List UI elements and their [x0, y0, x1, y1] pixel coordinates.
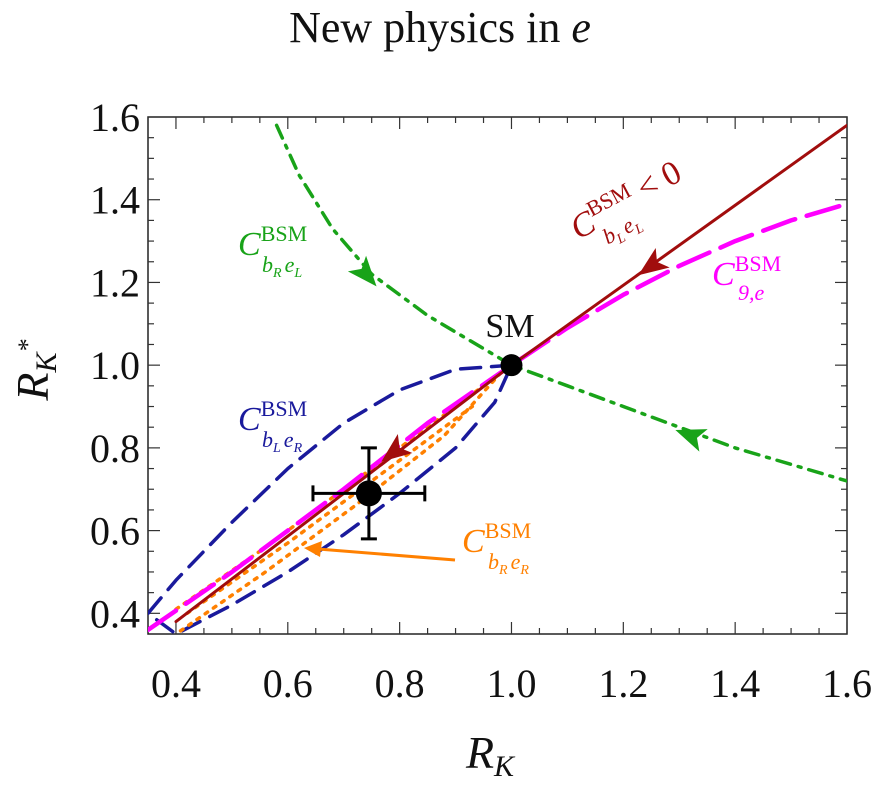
x-tick-label: 1.2	[598, 661, 648, 706]
x-tick-label: 0.6	[263, 661, 313, 706]
series-bLeR-line	[148, 363, 514, 634]
arrowhead-shape	[638, 247, 670, 276]
point-layer	[311, 354, 523, 541]
chart-title: New physics in e	[289, 3, 591, 52]
arrow-bLeL-1	[381, 433, 413, 462]
y-tick-label: 0.8	[90, 426, 140, 471]
series-bReR-inner-line	[185, 404, 475, 616]
arrow-bReL-1	[675, 429, 708, 452]
x-tick-labels: 0.4 0.6 0.8 1.0 1.2 1.4 1.6	[151, 661, 872, 706]
y-tick-label: 0.6	[90, 509, 140, 554]
x-tick-label: 1.0	[486, 661, 536, 706]
label-bLeR: CBSM	[238, 396, 307, 438]
plot-frame	[147, 116, 848, 635]
x-tick-label: 0.4	[151, 661, 201, 706]
x-tick-label: 1.6	[822, 661, 872, 706]
label-c9e-sub: 9,e	[738, 280, 765, 305]
arrow-bLeL-0	[638, 247, 670, 276]
label-bReL: CBSM	[238, 221, 307, 263]
axis-ticks	[148, 116, 848, 634]
y-tick-label: 1.2	[90, 260, 140, 305]
label-bReR: CBSM	[462, 518, 531, 560]
label-bReR-pointer	[317, 547, 456, 562]
sm-point	[500, 354, 523, 377]
series-c9e-line	[148, 201, 847, 633]
arrow-bReL-0	[347, 255, 377, 287]
y-tick-label: 1.4	[90, 178, 140, 223]
sm-label: SM	[485, 308, 534, 345]
measurement-point	[355, 480, 382, 507]
y-tick-label: 1.6	[90, 95, 140, 140]
arrowhead-shape	[347, 255, 377, 287]
arrowhead-shape	[381, 433, 413, 462]
y-axis-label: RK*	[7, 339, 63, 401]
y-tick-label: 1.0	[90, 343, 140, 388]
arrow-layer	[347, 247, 708, 462]
arrowhead-shape	[675, 429, 708, 452]
x-axis-label: RK	[465, 727, 516, 783]
x-tick-label: 1.4	[710, 661, 760, 706]
label-bReR-pointer-head	[304, 541, 322, 557]
y-tick-label: 0.4	[90, 591, 140, 636]
x-tick-label: 0.8	[375, 661, 425, 706]
y-tick-labels: 0.4 0.6 0.8 1.0 1.2 1.4 1.6	[90, 95, 140, 636]
label-c9e: CBSM	[712, 251, 781, 293]
